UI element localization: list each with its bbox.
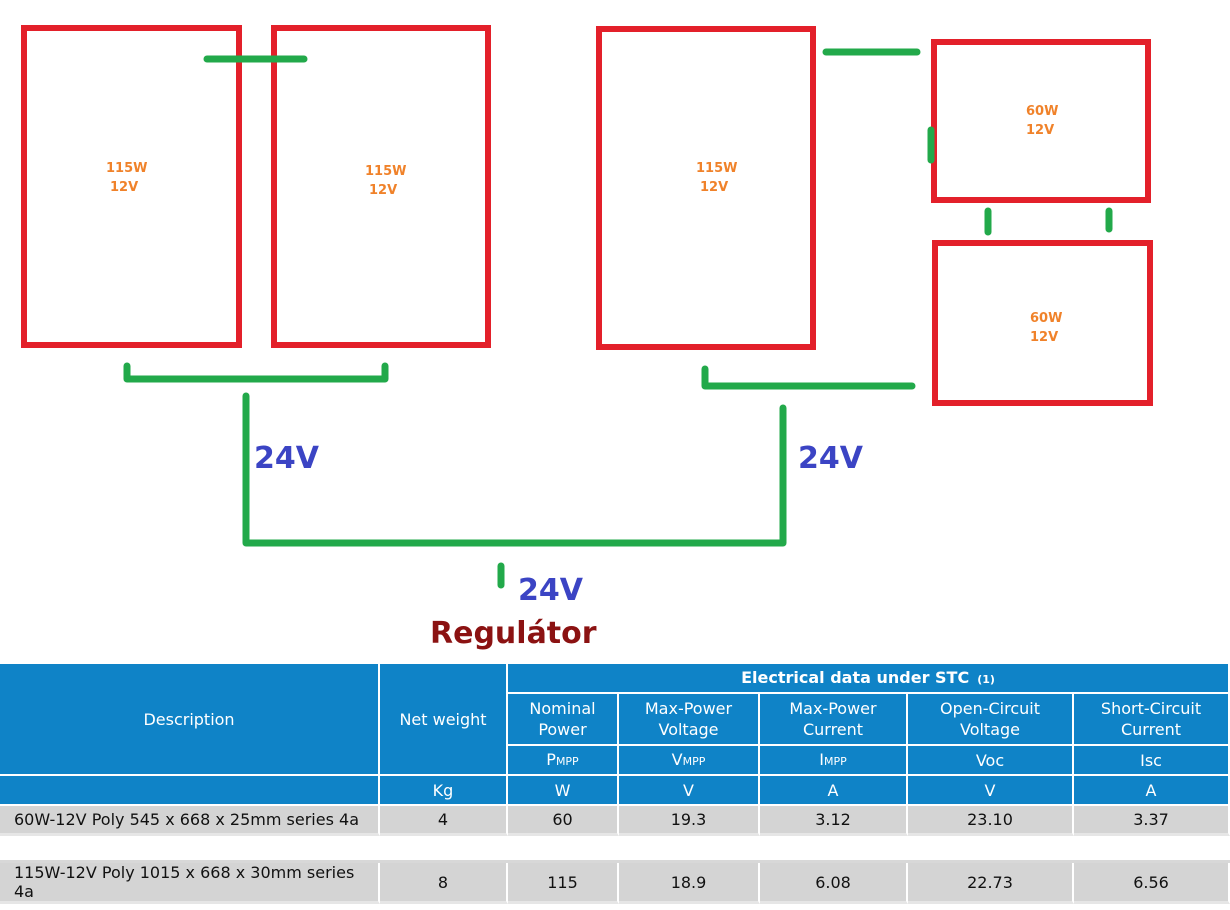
symbol-pmpp: PMPP bbox=[508, 746, 619, 776]
unit-weight: Kg bbox=[380, 776, 508, 806]
unit-pmpp: W bbox=[508, 776, 619, 806]
unit-voc: V bbox=[908, 776, 1074, 806]
panel-4-power: 60W bbox=[1026, 104, 1058, 119]
panel-5-voltage: 12V bbox=[1030, 330, 1058, 345]
header-row-group: Description Net weight Electrical data u… bbox=[0, 664, 1230, 776]
symbol-impp: IMPP bbox=[760, 746, 908, 776]
solar-panel-2 bbox=[271, 25, 491, 348]
row-isc: 6.56 bbox=[1074, 863, 1230, 904]
header-description: Description bbox=[0, 664, 380, 776]
output-voltage: 24V bbox=[518, 573, 584, 608]
unit-impp: A bbox=[760, 776, 908, 806]
header-footnote-marker: (1) bbox=[977, 672, 995, 686]
wiring-diagram: 115W 12V 115W 12V 115W 12V 60W 12V 60W 1… bbox=[21, 25, 1153, 651]
row-weight: 8 bbox=[380, 863, 508, 904]
table-spacer-row bbox=[0, 836, 1230, 863]
row-vmpp: 19.3 bbox=[619, 806, 760, 836]
left-group-voltage: 24V bbox=[254, 441, 320, 476]
row-impp: 3.12 bbox=[760, 806, 908, 836]
header-row-units: Kg W V A V A bbox=[0, 776, 1230, 806]
row-description: 60W-12V Poly 545 x 668 x 25mm series 4a bbox=[0, 806, 380, 836]
solar-panel-4 bbox=[931, 39, 1151, 203]
row-impp: 6.08 bbox=[760, 863, 908, 904]
panel-5-power: 60W bbox=[1030, 311, 1062, 326]
panel-3-voltage: 12V bbox=[700, 180, 728, 195]
unit-description-blank bbox=[0, 776, 380, 806]
unit-isc: A bbox=[1074, 776, 1230, 806]
solar-panel-5 bbox=[932, 240, 1153, 406]
row-description: 115W-12V Poly 1015 x 668 x 30mm series 4… bbox=[0, 863, 380, 904]
header-net-weight: Net weight bbox=[380, 664, 508, 776]
row-vmpp: 18.9 bbox=[619, 863, 760, 904]
panel-1-power: 115W bbox=[106, 161, 147, 176]
row-voc: 23.10 bbox=[908, 806, 1074, 836]
panel-4-voltage: 12V bbox=[1026, 123, 1054, 138]
symbol-voc: Voc bbox=[908, 746, 1074, 776]
solar-panel-1 bbox=[21, 25, 242, 348]
unit-vmpp: V bbox=[619, 776, 760, 806]
panel-2-power: 115W bbox=[365, 164, 406, 179]
header-electrical-data-title: Electrical data under STC bbox=[741, 667, 970, 687]
row-isc: 3.37 bbox=[1074, 806, 1230, 836]
header-row-symbols: PMPP VMPP IMPP Voc Isc bbox=[0, 746, 1230, 776]
row-pmpp: 60 bbox=[508, 806, 619, 836]
panel-1-voltage: 12V bbox=[110, 180, 138, 195]
row-voc: 22.73 bbox=[908, 863, 1074, 904]
wire-left-series bbox=[123, 362, 389, 383]
panel-2-voltage: 12V bbox=[369, 183, 397, 198]
row-weight: 4 bbox=[380, 806, 508, 836]
specifications-table: Description Net weight Electrical data u… bbox=[0, 664, 1230, 904]
wire-combined-bus bbox=[242, 392, 787, 547]
symbol-vmpp: VMPP bbox=[619, 746, 760, 776]
table-row: 115W-12V Poly 1015 x 668 x 30mm series 4… bbox=[0, 863, 1230, 904]
wire-right-series bbox=[701, 365, 916, 390]
table-row: 60W-12V Poly 545 x 668 x 25mm series 4a … bbox=[0, 806, 1230, 836]
regulator-label: Regulátor bbox=[430, 616, 597, 651]
right-group-voltage: 24V bbox=[798, 441, 864, 476]
spacer-cell bbox=[0, 836, 1230, 863]
panel-3-power: 115W bbox=[696, 161, 737, 176]
symbol-isc: Isc bbox=[1074, 746, 1230, 776]
header-electrical-data: Electrical data under STC (1) bbox=[508, 664, 1230, 694]
row-pmpp: 115 bbox=[508, 863, 619, 904]
solar-panel-3 bbox=[596, 26, 816, 350]
